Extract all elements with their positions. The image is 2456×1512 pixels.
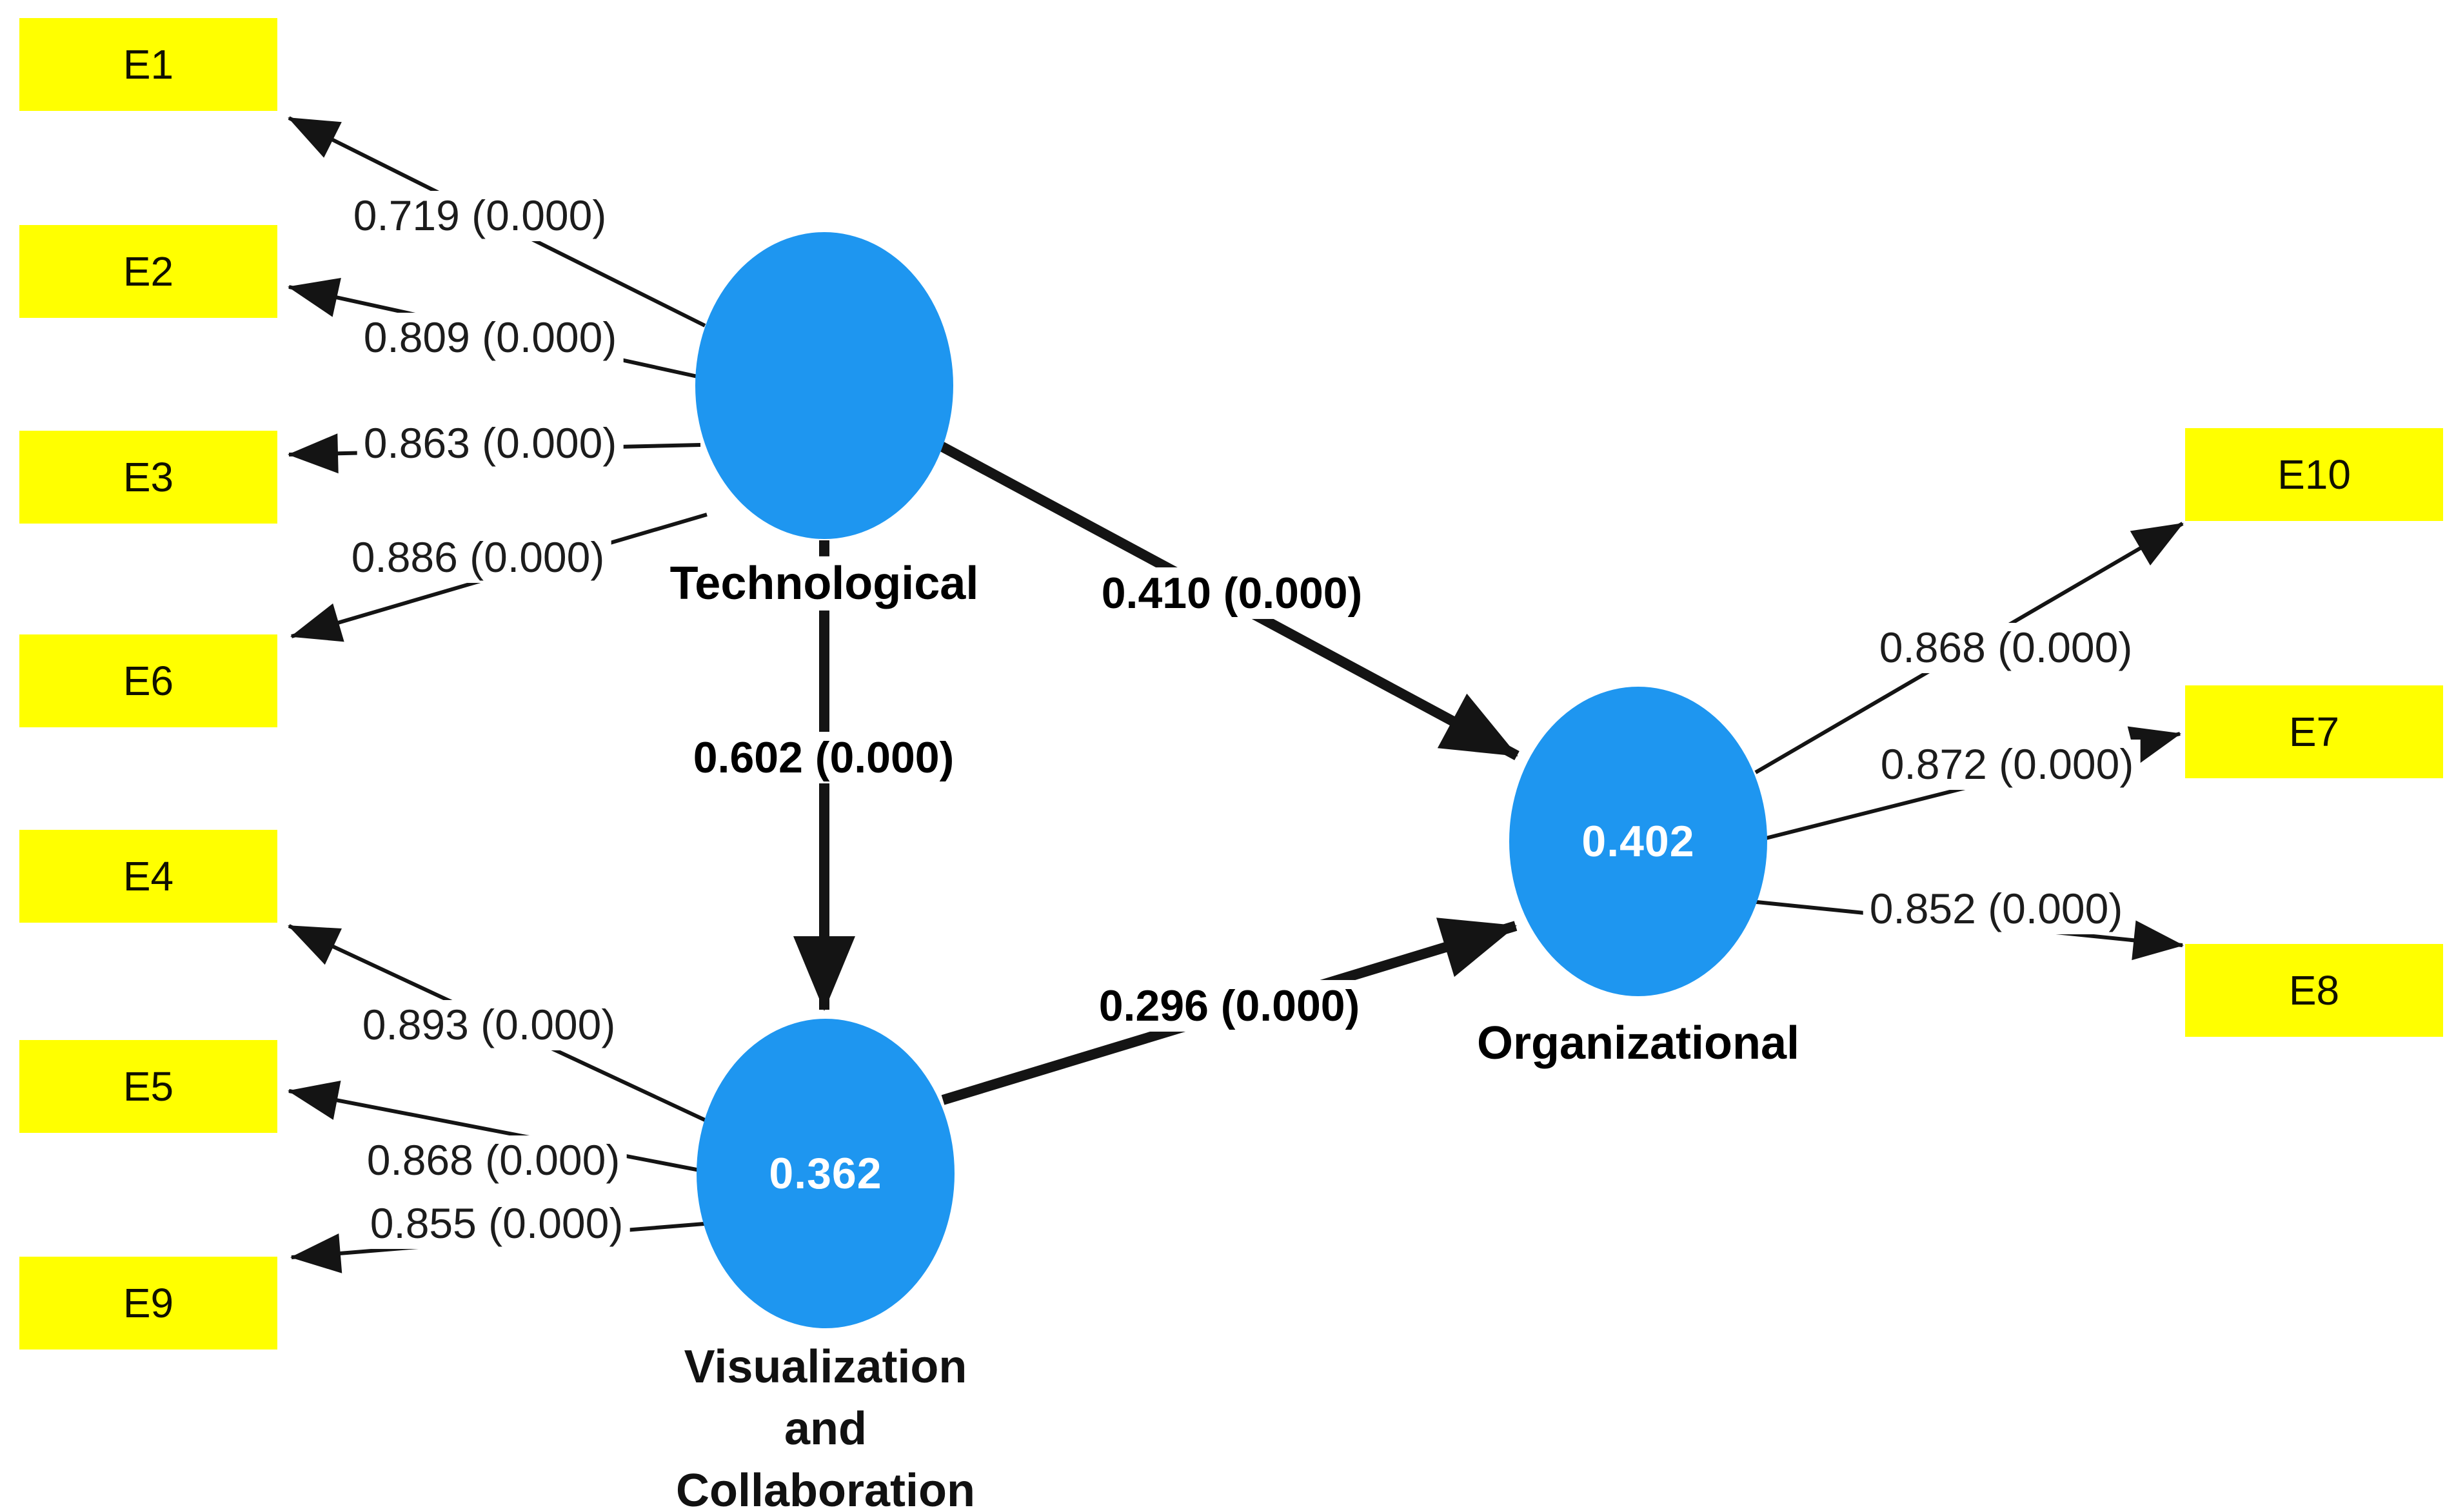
construct-node-visualization-collaboration[interactable]: 0.362 xyxy=(697,1019,955,1328)
indicator-label: E2 xyxy=(123,248,174,295)
indicator-label: E1 xyxy=(123,41,174,88)
loading-e5: 0.868 (0.000) xyxy=(360,1135,627,1186)
indicator-e5[interactable]: E5 xyxy=(19,1040,277,1133)
indicator-e6[interactable]: E6 xyxy=(19,634,277,727)
r2-value-visualization: 0.362 xyxy=(769,1149,882,1198)
loading-e7: 0.872 (0.000) xyxy=(1874,740,2141,790)
indicator-e7[interactable]: E7 xyxy=(2185,685,2443,778)
r2-value-organizational: 0.402 xyxy=(1581,817,1695,866)
construct-label-line: Visualization xyxy=(684,1341,967,1393)
indicator-label: E6 xyxy=(123,658,174,704)
loading-e3: 0.863 (0.000) xyxy=(357,418,624,469)
indicator-label: E4 xyxy=(123,853,174,899)
construct-label-organizational: Organizational xyxy=(1470,1016,1807,1071)
indicator-e1[interactable]: E1 xyxy=(19,18,277,111)
indicator-label: E9 xyxy=(123,1280,174,1326)
loading-e9: 0.855 (0.000) xyxy=(363,1199,630,1249)
indicator-e8[interactable]: E8 xyxy=(2185,944,2443,1037)
loading-e10: 0.868 (0.000) xyxy=(1872,623,2139,673)
edge-visualization-e5 xyxy=(288,1080,700,1172)
construct-label-technological: Technological xyxy=(663,556,985,611)
construct-label-line: Collaboration xyxy=(676,1465,975,1512)
indicator-e3[interactable]: E3 xyxy=(19,431,277,524)
indicator-label: E3 xyxy=(123,454,174,500)
construct-label-line: and xyxy=(784,1403,867,1455)
construct-node-organizational[interactable]: 0.402 xyxy=(1509,687,1767,996)
loading-e4: 0.893 (0.000) xyxy=(355,1000,622,1050)
indicator-e4[interactable]: E4 xyxy=(19,830,277,923)
indicator-e2[interactable]: E2 xyxy=(19,225,277,318)
loading-e6: 0.886 (0.000) xyxy=(344,533,611,583)
indicator-e9[interactable]: E9 xyxy=(19,1257,277,1350)
indicator-label: E10 xyxy=(2277,451,2351,498)
indicator-label: E5 xyxy=(123,1063,174,1110)
loading-e8: 0.852 (0.000) xyxy=(1863,884,2130,934)
path-coef-visualization-organizational: 0.296 (0.000) xyxy=(1092,979,1367,1032)
indicator-e10[interactable]: E10 xyxy=(2185,428,2443,521)
path-coef-technological-visualization: 0.602 (0.000) xyxy=(686,731,961,784)
loading-e1: 0.719 (0.000) xyxy=(346,191,613,241)
loading-e2: 0.809 (0.000) xyxy=(357,313,624,363)
construct-label-visualization-collaboration: Visualization and Collaboration xyxy=(671,1336,980,1512)
indicator-label: E8 xyxy=(2288,967,2340,1014)
path-coef-technological-organizational: 0.410 (0.000) xyxy=(1094,567,1369,620)
indicator-label: E7 xyxy=(2288,709,2340,755)
construct-node-technological[interactable] xyxy=(695,232,953,539)
